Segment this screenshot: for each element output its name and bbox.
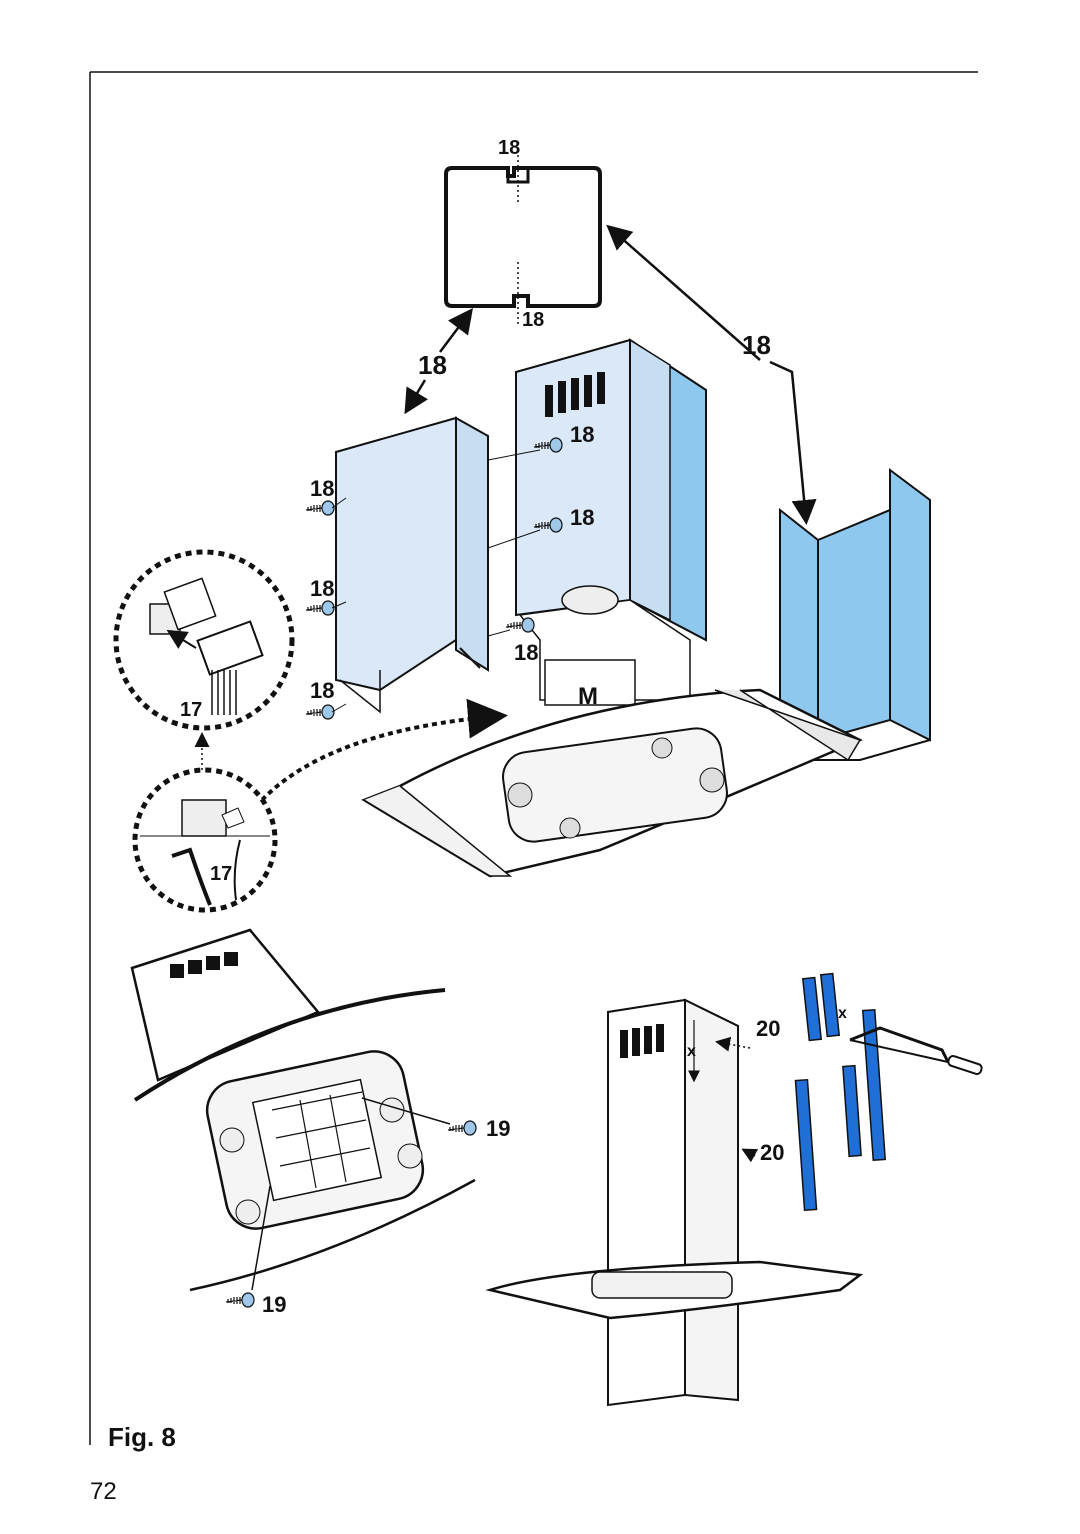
label-18-right-arrow: 18 bbox=[742, 330, 771, 360]
label-x-strip: x bbox=[838, 1005, 847, 1022]
underside-filter-view: 19 19 bbox=[130, 928, 510, 1317]
arrow-section-left-down bbox=[404, 379, 429, 415]
label-18-left-b: 18 bbox=[310, 576, 334, 601]
center-chimney: M 18 18 18 bbox=[487, 338, 707, 710]
label-x-hood: x bbox=[687, 1043, 696, 1060]
label-18-section-top: 18 bbox=[498, 137, 520, 159]
hacksaw-icon bbox=[849, 1026, 983, 1075]
label-19-upper: 19 bbox=[486, 1116, 510, 1141]
trim-strip-c bbox=[794, 1078, 818, 1212]
vent-slots-hood bbox=[620, 1024, 664, 1058]
vent-slots-bottom bbox=[170, 952, 238, 978]
arrow-section-right bbox=[606, 224, 761, 361]
trim-strip-a bbox=[801, 976, 823, 1042]
trim-strip-b bbox=[819, 972, 841, 1038]
label-17-upper: 17 bbox=[180, 699, 202, 721]
arrow-right-panel bbox=[769, 360, 817, 525]
label-18-screw-c: 18 bbox=[514, 640, 538, 665]
label-18-section-bottom: 18 bbox=[522, 309, 544, 331]
magnifier-circle-connector: 17 bbox=[113, 549, 295, 770]
label-18-left-a: 18 bbox=[310, 476, 334, 501]
label-18-screw-a: 18 bbox=[570, 422, 594, 447]
figure-label: Fig. 8 bbox=[108, 1422, 176, 1452]
label-17-lower: 17 bbox=[210, 863, 232, 885]
dashed-arrow-to-motor bbox=[260, 698, 508, 802]
full-hood-view: x 20 20 x bbox=[485, 972, 983, 1407]
chimney-cross-section: 18 18 bbox=[444, 137, 602, 331]
label-18-left-c: 18 bbox=[310, 678, 334, 703]
label-18-screw-b: 18 bbox=[570, 505, 594, 530]
right-cover-panel bbox=[779, 468, 931, 761]
canopy-hood-top bbox=[361, 688, 863, 878]
arrow-section-left bbox=[439, 308, 473, 353]
vent-slots bbox=[545, 372, 605, 417]
magnifier-circle-socket: 17 bbox=[132, 767, 278, 913]
trim-strip-d bbox=[842, 1064, 862, 1158]
label-20-upper: 20 bbox=[756, 1016, 780, 1041]
motor-label: M bbox=[578, 683, 598, 710]
left-cover-panel: 18 18 18 bbox=[305, 416, 489, 720]
label-19-lower: 19 bbox=[262, 1292, 286, 1317]
page-number: 72 bbox=[90, 1478, 117, 1505]
trim-strip-e bbox=[861, 1008, 887, 1162]
label-18-left-arrow: 18 bbox=[418, 350, 447, 380]
label-20-lower: 20 bbox=[760, 1140, 784, 1165]
